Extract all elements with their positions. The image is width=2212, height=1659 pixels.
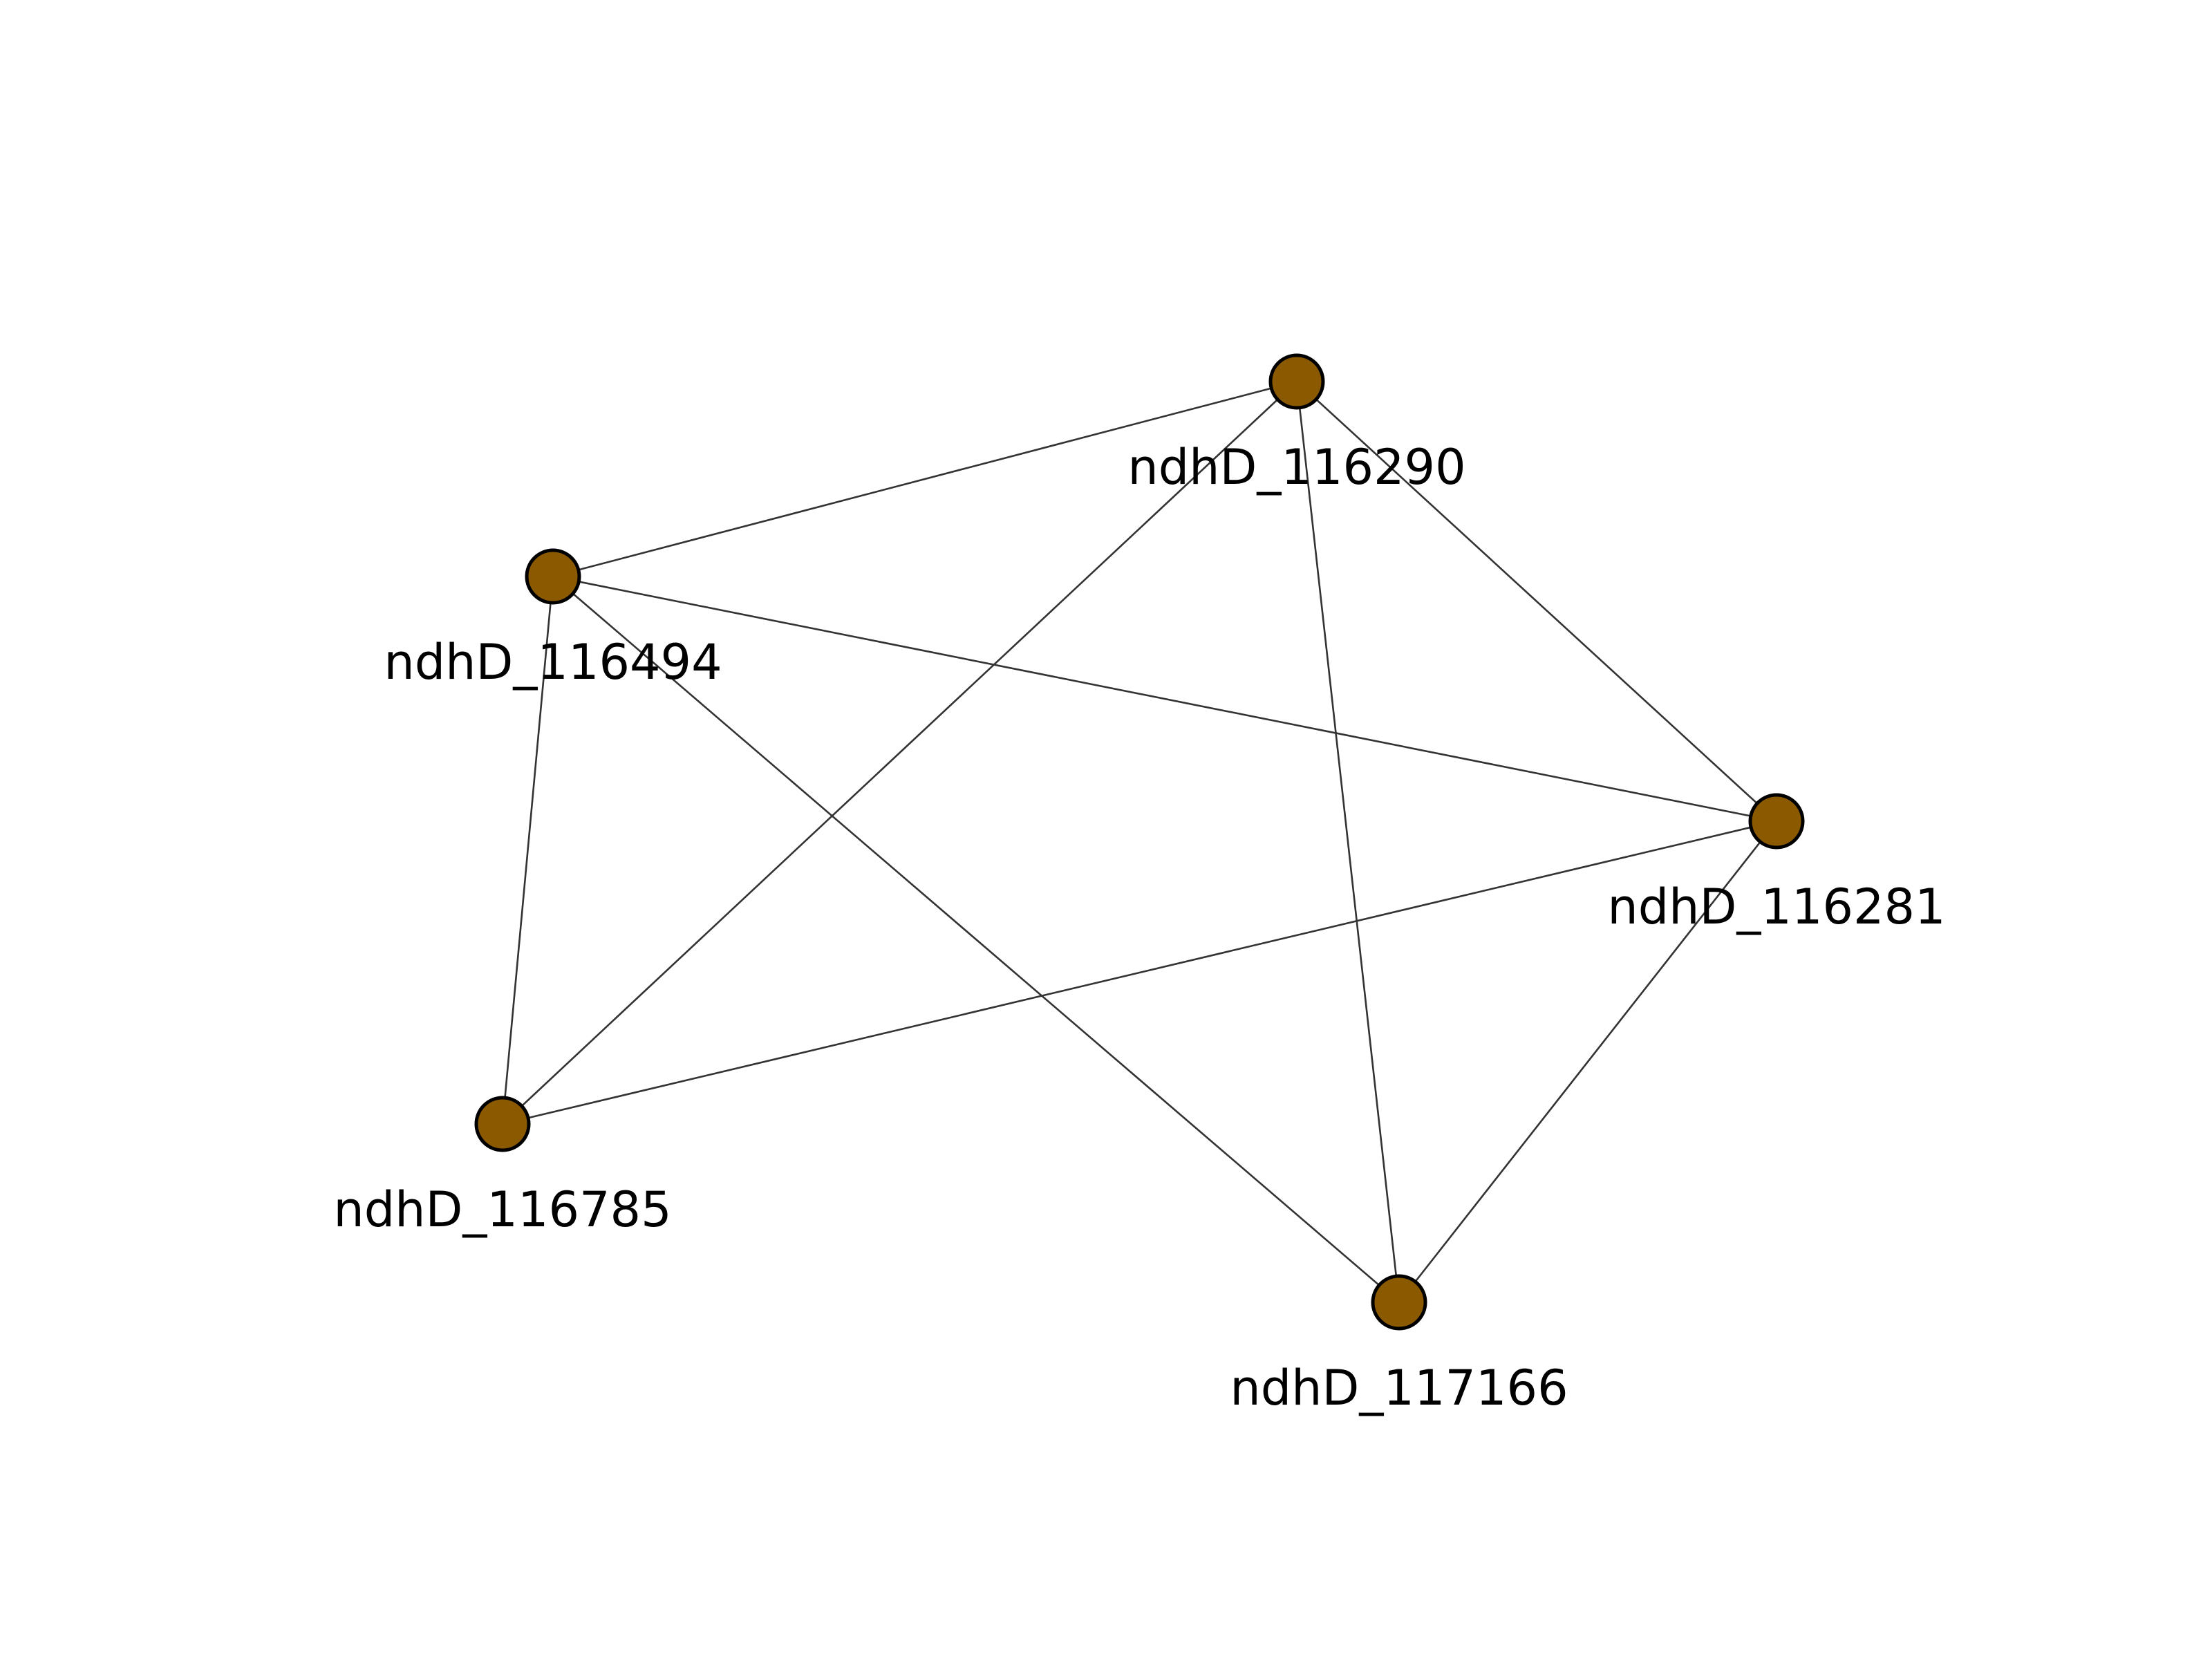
node-ndhD_116281 — [1748, 793, 1805, 850]
edge-ndhD_116290-ndhD_117166 — [1295, 381, 1400, 1303]
node-label-ndhD_116290: ndhD_116290 — [1127, 439, 1465, 496]
node-ndhD_117166 — [1371, 1274, 1427, 1331]
node-ndhD_116494 — [525, 548, 581, 605]
node-label-ndhD_116281: ndhD_116281 — [1607, 879, 1945, 935]
edge-ndhD_116281-ndhD_117166 — [1398, 821, 1778, 1303]
node-label-ndhD_116785: ndhD_116785 — [333, 1181, 671, 1238]
edge-ndhD_116290-ndhD_116281 — [1296, 381, 1777, 822]
nodes-layer — [474, 353, 1805, 1331]
node-ndhD_116785 — [474, 1096, 531, 1152]
edge-ndhD_116494-ndhD_117166 — [552, 576, 1400, 1303]
node-label-ndhD_116494: ndhD_116494 — [384, 634, 722, 691]
node-label-ndhD_117166: ndhD_117166 — [1230, 1360, 1568, 1416]
labels-layer: ndhD_116290 ndhD_116494 ndhD_116281 ndhD_11… — [333, 439, 1945, 1416]
edge-ndhD_116281-ndhD_116785 — [502, 820, 1777, 1125]
edge-ndhD_116494-ndhD_116281 — [552, 575, 1777, 823]
edge-ndhD_116290-ndhD_116494 — [552, 380, 1297, 578]
edges-layer — [501, 380, 1778, 1303]
edge-ndhD_116290-ndhD_116785 — [502, 381, 1297, 1125]
edge-ndhD_116494-ndhD_116785 — [501, 576, 554, 1125]
node-ndhD_116290 — [1268, 353, 1325, 410]
